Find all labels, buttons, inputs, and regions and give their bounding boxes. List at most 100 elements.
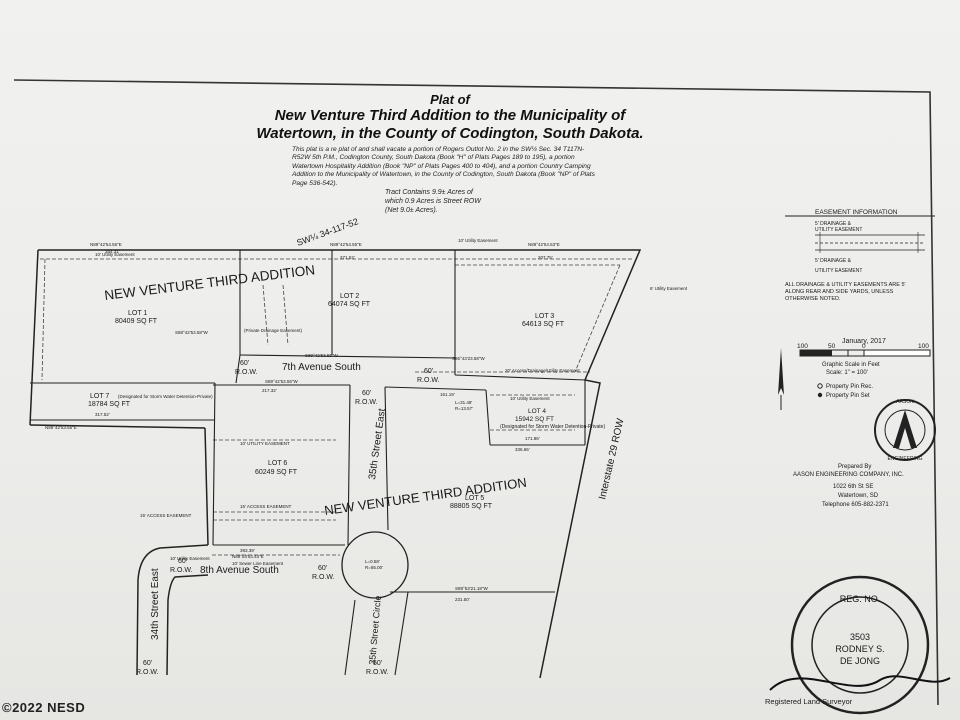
scale-caption: Graphic Scale in Feet	[822, 362, 880, 368]
easement-info-1a: 5' DRAINAGE &	[815, 221, 852, 227]
bearing-8: S86°43'23.58"W	[452, 356, 486, 361]
tract-line-1: Tract Contains 9.9± Acres of	[385, 189, 473, 196]
distance-10: 317.52'	[95, 412, 110, 417]
lot7-note: (Designated for Storm Water Detention-Pr…	[118, 394, 213, 399]
plat-description: This plat is a re plat of and shall vaca…	[292, 146, 595, 187]
easement-utility-top-left: 10' Utility Easement	[95, 252, 135, 257]
bearing-4: S89°42'53.55"W	[305, 353, 339, 358]
title-line-2: New Venture Third Addition to the Munici…	[274, 107, 626, 124]
bearing-6: N89°42'53.55"E	[45, 425, 77, 430]
row-8th-width: 60'	[178, 558, 187, 565]
seal-reg: REG. NO.	[840, 594, 881, 604]
easement-info-note: ALL DRAINAGE & UTILITY EASEMENTS ARE 5' …	[785, 282, 906, 302]
easement-sewer: 10' Sewer Line Easement	[232, 561, 284, 566]
easement-utility-6: 6' Utility Easement	[650, 286, 688, 291]
distance-9: 336.65'	[515, 447, 530, 452]
street-7th-ave: 7th Avenue South	[282, 362, 361, 373]
surveyor-seal: REG. NO. 3503 RODNEY S. DE JONG	[769, 575, 951, 715]
lot2-area: 64074 SQ FT	[328, 301, 371, 308]
row-8th-east-width: 60'	[318, 565, 327, 572]
street-34th-east: 34th Street East	[150, 568, 161, 640]
seal-name-1: RODNEY S.	[835, 644, 884, 654]
easement-info-heading: EASEMENT INFORMATION	[815, 209, 898, 216]
easement-info-2b: UTILITY EASEMENT	[815, 268, 862, 274]
distance-2: 371.53'	[340, 255, 355, 260]
row-circle-label: R.O.W.	[366, 669, 389, 676]
tract-line-3: (Net 9.0± Acres).	[385, 207, 438, 214]
prepared-by: Prepared By	[838, 464, 871, 470]
seal-name-2: DE JONG	[840, 656, 880, 666]
lot6-area: 60249 SQ FT	[255, 469, 298, 476]
row-circle-width: 60'	[373, 660, 382, 667]
distance-8: 171.86'	[525, 436, 540, 441]
easement-private-drainage: (Private Drainage Easement)	[244, 328, 303, 333]
legend-pin-set: Property Pin Set	[826, 393, 870, 399]
distance-7: 161.19'	[440, 392, 455, 397]
seal-number: 3503	[850, 632, 870, 642]
curve-1-radius: R=13.57'	[455, 406, 473, 411]
lot3-name: LOT 3	[535, 313, 554, 320]
lot-lines	[30, 250, 586, 676]
distance-4: 217.32'	[262, 388, 277, 393]
curve-2-radius: R=65.00'	[365, 565, 383, 570]
tract-acreage: Tract Contains 9.9± Acres of which 0.9 A…	[385, 188, 505, 215]
easement-access-15: 15' ACCESS EASEMENT	[240, 504, 292, 509]
easement-utility-lot6: 10' UTILITY EASEMENT	[240, 441, 290, 446]
easement-utility-8th: 10' Utility Easement	[170, 556, 210, 561]
tract-line-2: which 0.9 Acres is Street ROW	[385, 198, 481, 205]
row-7th-ave-label: R.O.W.	[235, 369, 258, 376]
easement-utility-top-right: 10' Utility Easement	[458, 238, 498, 243]
lot4-area: 15942 SQ FT	[515, 416, 554, 423]
easement-lines	[40, 258, 632, 556]
lot1-name: LOT 1	[128, 310, 147, 317]
scale-tick-100b: 100	[918, 343, 929, 350]
plat-date: January, 2017	[842, 338, 886, 345]
distance-3: 207.75'	[538, 255, 553, 260]
bearing-2: N89°42'54.55"E	[330, 242, 362, 247]
row-35th-width: 60'	[362, 390, 371, 397]
addition-label-bottom: NEW VENTURE THIRD ADDITION	[323, 475, 527, 518]
bearing-10: N89°54'53.44"E	[232, 554, 264, 559]
row-34th-width: 60'	[143, 660, 152, 667]
north-arrow-icon	[778, 348, 784, 410]
svg-text:ENGINEERING: ENGINEERING	[887, 456, 922, 462]
easement-access-15-left: 15' ACCESS EASEMENT	[140, 513, 192, 518]
bearing-1: N89°42'54.56"E	[90, 242, 122, 247]
watermark: ©2022 NESD	[2, 700, 86, 715]
lot4-name: LOT 4	[528, 408, 546, 415]
preparer-address-2: Watertown, SD	[838, 493, 879, 499]
sheet-border	[13, 79, 939, 706]
lot1-area: 80409 SQ FT	[115, 318, 158, 325]
bearing-9: S89°53'21.18"W	[455, 586, 489, 591]
lot7-name: LOT 7	[90, 393, 109, 400]
lot6-name: LOT 6	[268, 460, 287, 467]
bearing-7: S88°42'53.58"W	[175, 330, 209, 335]
preparer-phone: Telephone 605-882-2371	[822, 502, 889, 508]
svg-text:AASON: AASON	[896, 399, 914, 405]
distance-5: 393.39'	[240, 548, 255, 553]
row-8th-east-label: R.O.W.	[312, 574, 335, 581]
graphic-scale-bar	[799, 349, 931, 357]
street-8th-ave: 8th Avenue South	[200, 565, 279, 576]
street-35th-east: 35th Street East	[367, 408, 388, 481]
lot2-name: LOT 2	[340, 293, 359, 300]
plat-title: Plat of New Venture Third Addition to th…	[250, 92, 650, 143]
addition-label-top: NEW VENTURE THIRD ADDITION	[104, 262, 316, 303]
scale-tick-50: 50	[828, 343, 836, 350]
row-7th-east-label: R.O.W.	[417, 377, 440, 384]
registered-surveyor: Registered Land Surveyor	[765, 697, 853, 706]
title-line-3: Watertown, in the County of Codington, S…	[256, 125, 644, 142]
lot4-note: (Designated for Storm Water Detention-Pr…	[500, 424, 605, 430]
easement-drainage-20: 20' Access/Drainage/Utility Easement	[505, 368, 580, 373]
title-line-1: Plat of	[430, 92, 470, 107]
lot7-area: 18784 SQ FT	[88, 401, 131, 408]
preparer-address-1: 1022 6th St SE	[833, 484, 873, 490]
row-8th-label: R.O.W.	[170, 567, 193, 574]
row-7th-east-width: 60'	[424, 368, 433, 375]
distance-6: 231.50'	[455, 597, 470, 602]
cul-de-sac	[341, 531, 409, 599]
scale-tick-100a: 100	[797, 343, 808, 350]
bearing-3: N89°42'54.53"E	[528, 242, 560, 247]
lot5-name: LOT 5	[465, 495, 484, 502]
